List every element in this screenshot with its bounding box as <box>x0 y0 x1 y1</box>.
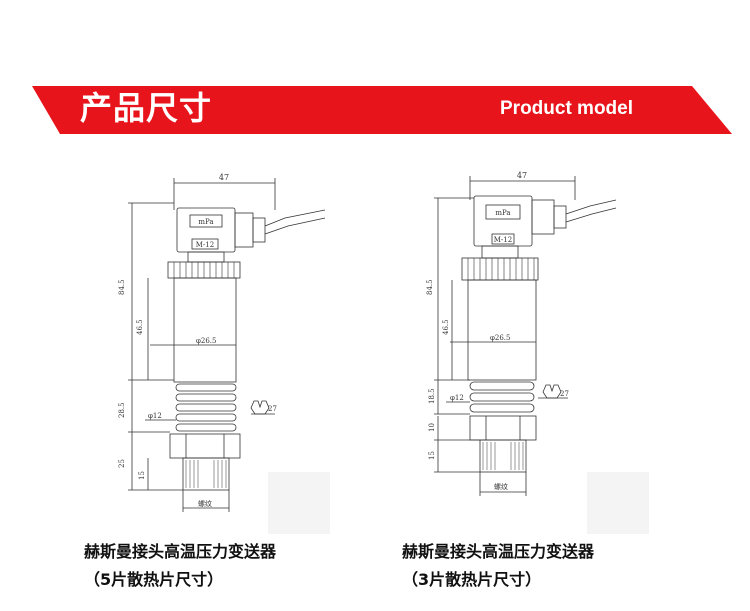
dimension-drawing-5-fin: 47 mPa M-12 φ26.5 φ12 <box>118 173 326 512</box>
width-dimension-label: 47 <box>517 171 527 180</box>
faded-watermark-box <box>268 472 330 534</box>
thread-label: 螺纹 <box>198 499 212 508</box>
cooling-fins <box>469 381 535 413</box>
body-height-label: 46.5 <box>136 319 144 335</box>
fin-height-label: 28.5 <box>118 402 126 418</box>
body-height-label: 46.5 <box>442 319 450 335</box>
sensor-body <box>173 277 237 383</box>
plug-label-top: mPa <box>495 209 510 217</box>
caption-subtitle: （5片散热片尺寸） <box>84 570 224 589</box>
thread-label: 螺纹 <box>494 482 508 491</box>
caption-subtitle: （3片散热片尺寸） <box>402 570 542 589</box>
caption-title: 赫斯曼接头高温压力变送器 <box>84 542 277 561</box>
dimension-drawing-3-fin: 47 mPa M-12 φ26.5 φ12 螺纹 84.5 46 <box>426 171 617 496</box>
total-height-label: 84.5 <box>118 279 126 295</box>
red-banner-shape <box>32 86 732 134</box>
width-dimension-label: 47 <box>219 173 229 182</box>
section-title: 产品尺寸 <box>80 89 213 127</box>
wrench-icon <box>542 384 562 399</box>
thread-height-label: 15 <box>428 451 436 460</box>
hex-fitting <box>469 415 537 441</box>
fin-diameter-label: φ12 <box>148 412 162 420</box>
wrench-size-label: 27 <box>268 405 277 413</box>
thread-height-label: 15 <box>138 471 146 480</box>
hex-height-label: 10 <box>428 423 436 432</box>
plug-label-bottom: M-12 <box>494 236 512 244</box>
sensor-body <box>467 279 537 381</box>
faded-watermark-box <box>587 472 649 534</box>
body-diameter-label: φ26.5 <box>196 337 217 345</box>
caption-5-fin: 赫斯曼接头高温压力变送器 （5片散热片尺寸） <box>84 538 276 594</box>
section-header-banner: 产品尺寸 Product model <box>0 0 750 140</box>
plug-label-bottom: M-12 <box>196 241 214 249</box>
plug-label-top: mPa <box>198 218 213 226</box>
wrench-size-label: 27 <box>560 390 569 398</box>
caption-3-fin: 赫斯曼接头高温压力变送器 （3片散热片尺寸） <box>402 538 594 594</box>
thread-section <box>182 457 230 491</box>
total-height-label: 84.5 <box>426 279 434 295</box>
cooling-fins <box>175 383 237 432</box>
fin-height-label: 18.5 <box>428 388 436 404</box>
wrench-icon <box>250 400 270 415</box>
fitting-height-label: 25 <box>118 459 126 468</box>
thread-section <box>479 439 527 473</box>
caption-title: 赫斯曼接头高温压力变送器 <box>402 542 595 561</box>
fin-diameter-label: φ12 <box>450 394 464 402</box>
knurled-nut <box>461 257 539 281</box>
section-subtitle: Product model <box>500 98 634 119</box>
body-diameter-label: φ26.5 <box>490 334 511 342</box>
hex-fitting <box>169 433 241 459</box>
